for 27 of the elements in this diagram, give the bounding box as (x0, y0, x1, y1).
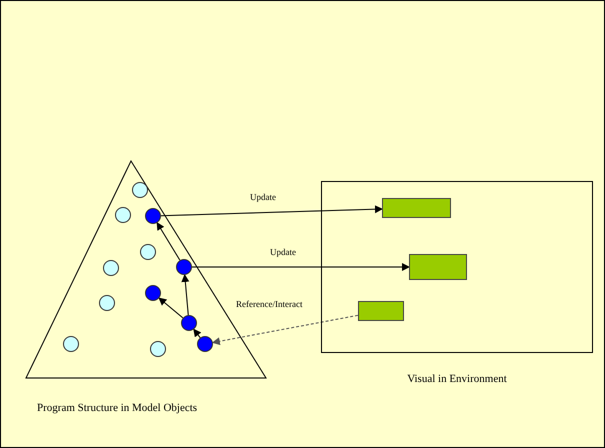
circle-node (63, 336, 79, 352)
visual-box (382, 198, 451, 218)
edge-label: Reference/Interact (235, 299, 304, 310)
caption-text: Visual in Environment (406, 373, 508, 385)
arrow (192, 263, 410, 271)
arrow (193, 328, 202, 338)
circle-node (197, 336, 213, 352)
circle-node (140, 244, 156, 260)
circle-node (145, 285, 161, 301)
edge-label: Update (269, 247, 297, 258)
caption-text: Program Structure in Model Objects (37, 402, 198, 414)
arrow (156, 222, 180, 261)
circle-node (115, 207, 131, 223)
visual-box (409, 254, 467, 280)
circle-node (145, 208, 161, 224)
circle-node (176, 259, 192, 275)
arrow (160, 205, 383, 216)
circle-node (103, 260, 119, 276)
circle-node (99, 295, 115, 311)
edge-label: Update (249, 192, 277, 203)
circle-node (150, 341, 166, 357)
arrow (181, 274, 190, 316)
circle-node (181, 315, 197, 331)
circle-node (132, 182, 148, 198)
arrow (212, 314, 358, 346)
arrow (158, 297, 184, 318)
visual-box (358, 301, 404, 321)
